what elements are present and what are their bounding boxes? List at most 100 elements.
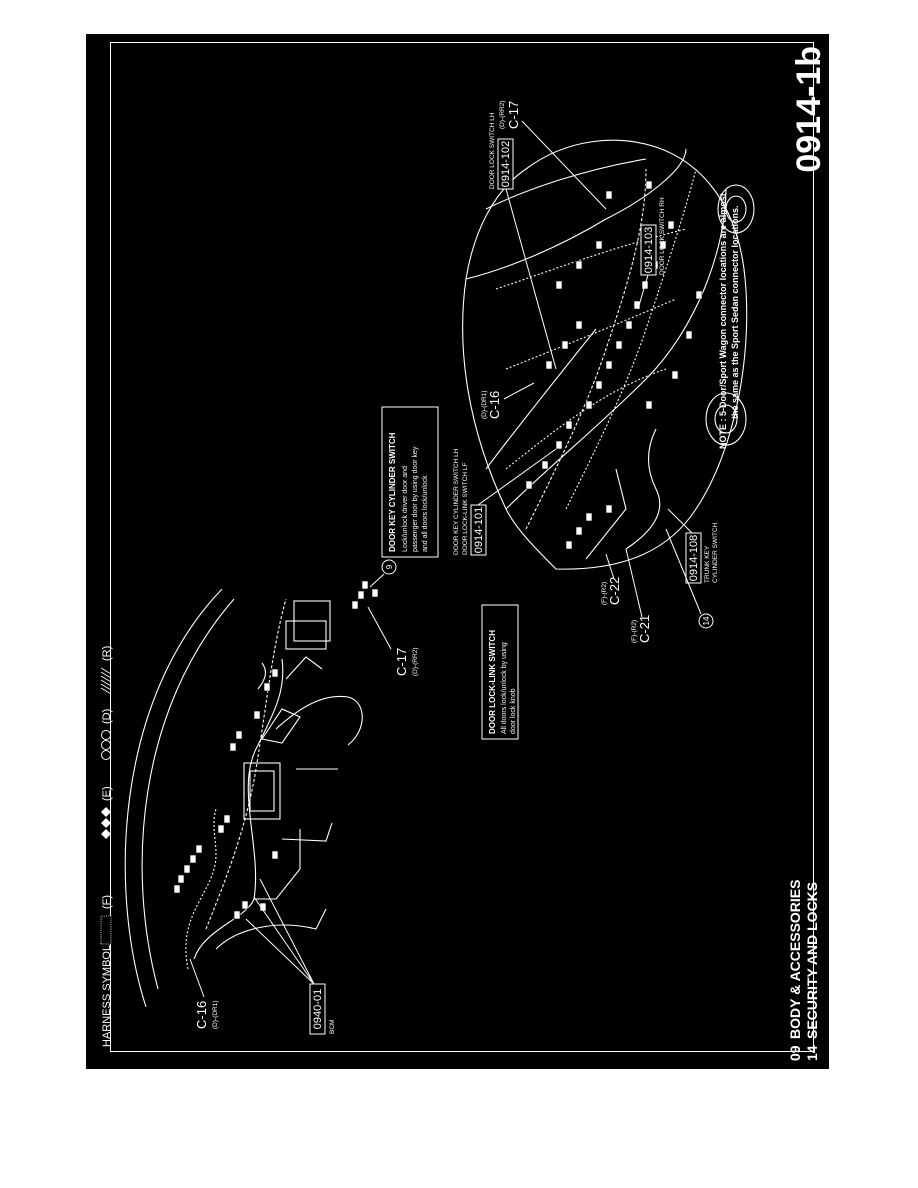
leader-line [505,188,557,370]
ref-label: CYLINDER SWITCH [712,522,719,583]
dotted-fill-icon [100,915,112,945]
harness-symbol-legend: HARNESS SYMBOL : (F) (E) (D) [100,646,113,1047]
ref-code: 0914-108 [688,535,700,582]
fuse-box [293,600,331,642]
diagram-canvas: HARNESS SYMBOL : (F) (E) (D) [100,46,828,1061]
center-console [243,762,281,820]
leader-line [521,120,607,210]
ref-label: BCM [329,1020,336,1034]
connector-harness: (F)-(R2) [601,582,608,605]
connector-id: C-16 [194,1001,209,1029]
callout-line: All doors lock/unlock by using [501,642,508,734]
duct [285,656,323,680]
ref-label: DOOR LOCK SWITCH LH [489,112,496,189]
ref-box [497,138,514,190]
ref-code: 0940-01 [312,989,324,1029]
ref-0914-103: 0914-103 DOOR LOCK SWITCH RH [637,197,666,310]
ref-0940-01: 0940-01 BCM [245,878,336,1035]
car-outline [462,139,748,570]
callout-title: DOOR LOCK-LINK SWITCH [488,630,497,734]
ref-box [685,532,702,584]
note-line: NOTE : 5-Door/Sport Wagon connector loca… [718,193,728,449]
section-title: 09 BODY & ACCESSORIES 14 SECURITY AND LO… [787,880,820,1061]
leader-line [477,448,557,506]
legend-code-d: (D) [101,709,113,724]
harness-line [565,168,697,510]
leader-line [605,553,615,580]
legend-item-e: (E) [101,786,113,839]
leader-line [503,382,535,400]
dashboard-drawing [124,588,363,1008]
diamond-chain-icon-part [101,807,111,817]
connector-id: C-17 [394,648,409,676]
connector-c16-car: (D)-(DR1) C-16 [481,382,535,419]
front-wheel-right [705,392,747,446]
front-wheel-right-hub [714,404,738,434]
trunk-line [625,428,661,550]
diamond-chain-icon-part [101,818,111,828]
dashboard-connectors [173,580,379,920]
panel-edge [215,908,327,950]
ground-number: 14 [702,616,711,625]
connector-c21: (F)-(R2) C-21 [625,548,652,643]
ref-0914-102: DOOR LOCK SWITCH LH 0914-102 [489,112,557,370]
leader-line [667,508,693,534]
connector-id: C-17 [506,101,521,129]
rear-wheel-right-hub [725,195,747,223]
callout-door-lock-link-switch: DOOR LOCK-LINK SWITCH All doors lock/unl… [481,604,519,740]
leader-line [665,528,702,615]
callout-line: Lock/unlock driver door and [402,466,409,552]
callout-line: door lock knob [510,688,517,734]
connector-harness: (D)-(DR1) [212,1000,219,1029]
ref-label: DOOR LOCK SWITCH RH [659,197,666,275]
legend-label: HARNESS SYMBOL : [101,939,113,1047]
ref-code: 0914-102 [500,141,512,188]
ref-label: TRUNK KEY [704,545,711,583]
roof-line [485,158,647,210]
car-body-drawing [462,139,755,570]
ground-icon [698,613,714,629]
legend-code-e: (E) [101,786,113,801]
callout-box [481,604,519,740]
legend-item-d: (D) [101,709,113,760]
ref-box [309,983,326,1035]
roof-line [485,328,597,470]
connector-harness: (D)-(RR2) [499,100,506,129]
ground-number: 9 [385,564,394,569]
ref-label: DOOR LOCK-LINK SWITCH LF [462,463,469,555]
panel-edge [281,822,333,842]
leader-line [369,573,385,588]
ref-label: DOOR KEY CYLINDER SWITCH LH [453,448,460,555]
ref-0914-108: 0914-108 TRUNK KEY CYLINDER SWITCH [667,508,719,584]
harness-line [185,808,217,970]
connector-id: C-21 [637,615,652,643]
legend-code-r: (R) [101,646,113,661]
section-title-text: BODY & ACCESSORIES [787,880,803,1039]
windshield-line [124,588,223,1008]
ref-box [640,224,657,276]
ground-marker-9: 9 [369,559,397,588]
page-code: 0914-1b [790,46,828,173]
connector-id: C-16 [487,391,502,419]
connector-c17-car: (D)-(RR2) C-17 [499,100,607,210]
leader-line [189,958,205,998]
callout-title: DOOR KEY CYLINDER SWITCH [388,432,397,552]
panel-edge [257,662,267,690]
section-number: 09 [787,1045,803,1061]
trunk-line [585,468,627,560]
ref-code: 0914-101 [473,507,485,554]
panel-edge [275,695,363,746]
duct [261,708,301,744]
car-connectors [525,180,703,550]
panel-edge [193,658,284,960]
circle-chain-icon-part [101,740,111,750]
circle-chain-icon-part [101,730,111,740]
harness-line [505,298,677,370]
leader-line [625,548,643,618]
ref-0914-101: DOOR KEY CYLINDER SWITCH LH DOOR LOCK-LI… [453,448,557,556]
diamond-chain-icon [101,829,111,839]
car-contour [505,188,727,510]
ground-icon [381,559,397,575]
connector-c16-dash: C-16 (D)-(DR1) [189,958,219,1029]
connector-location-note: NOTE : 5-Door/Sport Wagon connector loca… [718,193,740,449]
